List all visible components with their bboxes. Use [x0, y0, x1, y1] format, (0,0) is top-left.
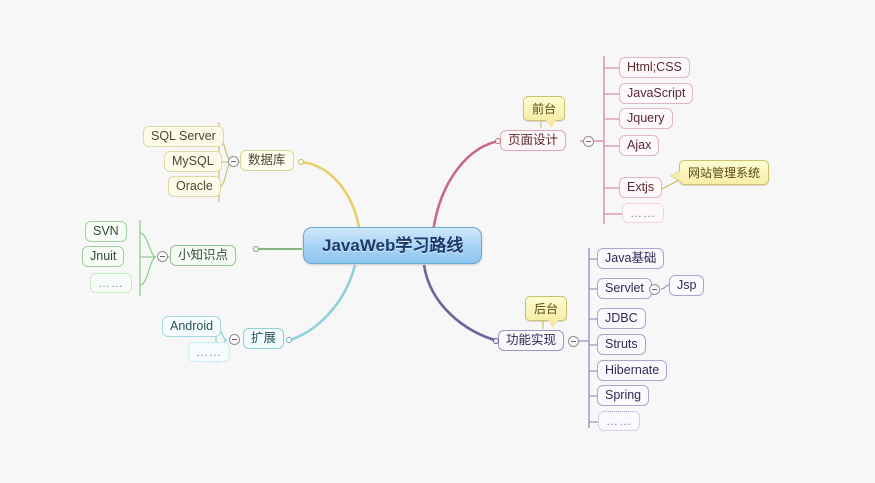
- callout-tail-icon: [548, 319, 558, 328]
- callout-frontend-label: 前台: [532, 102, 557, 116]
- branch-dot-function: [493, 338, 499, 344]
- root-node[interactable]: JavaWeb学习路线: [303, 227, 483, 264]
- collapse-toggle-tips[interactable]: [157, 251, 168, 262]
- branch-dot-extend: [286, 337, 292, 343]
- child-node-tips-more[interactable]: ……: [90, 273, 132, 293]
- branch-dot-database: [298, 159, 304, 165]
- child-node-oracle[interactable]: Oracle: [168, 176, 221, 197]
- child-node-jnuit[interactable]: Jnuit: [82, 246, 125, 267]
- child-node-extend-more[interactable]: ……: [188, 342, 230, 362]
- child-node-java-basics[interactable]: Java基础: [597, 248, 665, 269]
- child-node-javascript[interactable]: JavaScript: [619, 83, 694, 104]
- collapse-toggle-function[interactable]: [568, 336, 579, 347]
- child-node-spring[interactable]: Spring: [597, 385, 650, 406]
- collapse-toggle-pagedesign[interactable]: [583, 136, 594, 147]
- child-node-jdbc[interactable]: JDBC: [597, 308, 646, 329]
- child-node-sql-server[interactable]: SQL Server: [143, 126, 224, 147]
- child-node-hibernate[interactable]: Hibernate: [597, 360, 668, 381]
- child-node-pagedesign-more[interactable]: ……: [622, 203, 664, 223]
- child-node-extjs[interactable]: Extjs: [619, 177, 663, 198]
- callout-backend[interactable]: 后台: [525, 296, 568, 328]
- child-node-mysql[interactable]: MySQL: [164, 151, 222, 172]
- branch-dot-tips: [253, 246, 259, 252]
- child-node-svn[interactable]: SVN: [85, 221, 127, 242]
- callout-backend-label: 后台: [534, 302, 559, 316]
- callout-tail-icon: [546, 119, 556, 128]
- child-node-jsp[interactable]: Jsp: [669, 275, 705, 296]
- callout-frontend[interactable]: 前台: [523, 96, 566, 128]
- branch-node-function[interactable]: 功能实现: [498, 330, 565, 351]
- collapse-toggle-servlet[interactable]: [649, 284, 660, 295]
- callout-tail-icon: [670, 171, 680, 181]
- branch-dot-pagedesign: [495, 138, 501, 144]
- callout-website-management-system[interactable]: 网站管理系统: [670, 160, 770, 185]
- collapse-toggle-database[interactable]: [228, 156, 239, 167]
- child-node-ajax[interactable]: Ajax: [619, 135, 660, 156]
- child-node-function-more[interactable]: ……: [598, 411, 640, 431]
- branch-node-database[interactable]: 数据库: [240, 150, 294, 171]
- child-node-jquery[interactable]: Jquery: [619, 108, 673, 129]
- child-node-struts[interactable]: Struts: [597, 334, 646, 355]
- branch-node-tips[interactable]: 小知识点: [170, 245, 237, 266]
- collapse-toggle-extend[interactable]: [229, 334, 240, 345]
- child-node-android[interactable]: Android: [162, 316, 222, 337]
- callout-website-label: 网站管理系统: [688, 166, 761, 180]
- child-node-html-css[interactable]: Html;CSS: [619, 57, 690, 78]
- branch-node-extend[interactable]: 扩展: [243, 328, 285, 349]
- child-node-servlet[interactable]: Servlet: [597, 278, 652, 299]
- branch-node-pagedesign[interactable]: 页面设计: [500, 130, 567, 151]
